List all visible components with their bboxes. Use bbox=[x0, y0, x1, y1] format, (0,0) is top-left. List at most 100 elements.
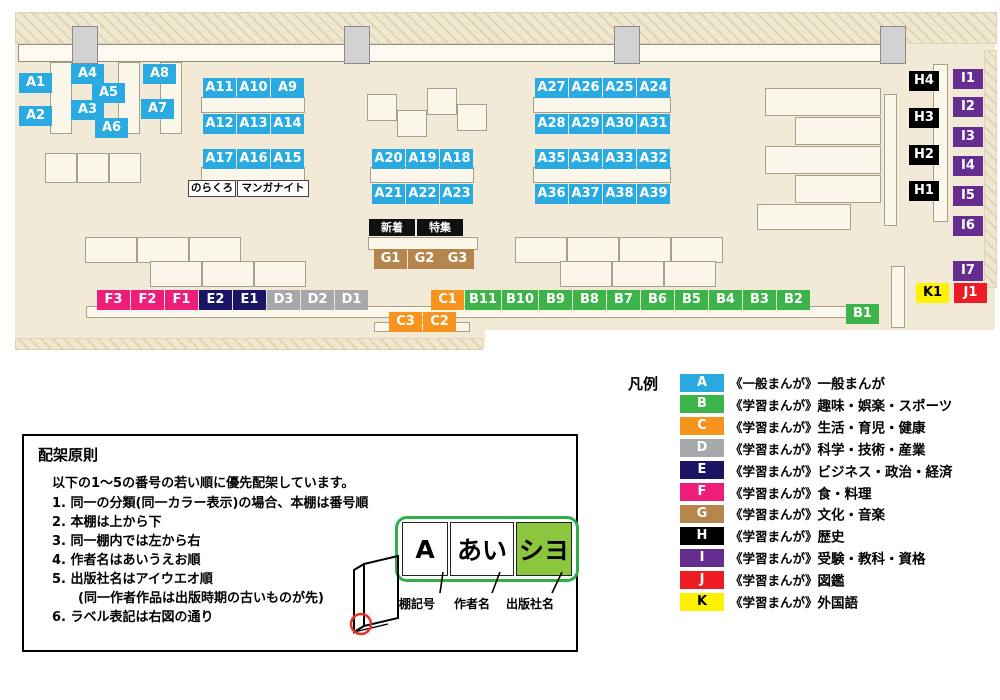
shelf-label-A10: A10 bbox=[237, 78, 270, 98]
bookshelf bbox=[757, 204, 851, 230]
bookshelf bbox=[612, 261, 664, 287]
legend-type-label: 《学習まんが》 bbox=[730, 551, 818, 567]
legend-item-E: E 《学習まんが》ビジネス・政治・経済 bbox=[680, 460, 953, 481]
legend-category-label: ビジネス・政治・経済 bbox=[817, 464, 953, 481]
connector-shelf-code bbox=[439, 571, 444, 594]
bookshelf bbox=[664, 261, 716, 287]
legend-category-label: 生活・育児・健康 bbox=[817, 420, 926, 437]
shelf-label-A8: A8 bbox=[143, 64, 176, 84]
principle-line-2: 2. 本棚は上から下 bbox=[52, 515, 162, 530]
shelf-label-I4: I4 bbox=[953, 156, 983, 176]
shelf-label-のらくろ: のらくろ bbox=[188, 180, 236, 197]
principle-line-6: (同一作者作品は出版時期の古いものが先) bbox=[52, 591, 324, 606]
shelf-label-B4: B4 bbox=[709, 290, 742, 310]
shelf-label-A30: A30 bbox=[603, 114, 636, 134]
legend-type-label: 《学習まんが》 bbox=[730, 463, 818, 479]
shelf-label-A25: A25 bbox=[603, 78, 636, 98]
shelf-label-I6: I6 bbox=[953, 216, 983, 236]
shelf-label-A32: A32 bbox=[637, 149, 670, 169]
shelf-label-E2: E2 bbox=[199, 290, 232, 310]
pillar bbox=[880, 26, 906, 64]
shelf-label-I2: I2 bbox=[953, 97, 983, 117]
shelf-label-A31: A31 bbox=[637, 114, 670, 134]
shelf-label-A5: A5 bbox=[92, 83, 125, 103]
legend-category-label: 図鑑 bbox=[817, 573, 845, 590]
shelf-label-マンガナイト: マンガナイト bbox=[237, 180, 309, 197]
bookshelf bbox=[891, 266, 905, 328]
label-sample-cell-2: あい bbox=[450, 522, 514, 576]
bookshelf bbox=[85, 237, 137, 263]
shelving-principles-box: 配架原則 以下の1〜5の番号の若い順に優先配架しています。 1. 同一の分類(同… bbox=[22, 434, 579, 652]
shelf-label-A2: A2 bbox=[19, 106, 52, 126]
bookshelf bbox=[619, 237, 671, 263]
bookshelf bbox=[397, 110, 427, 137]
book-spine-illustration bbox=[349, 554, 563, 636]
shelf-label-B3: B3 bbox=[743, 290, 776, 310]
principle-line-5: 5. 出版社名はアイウエオ順 bbox=[52, 572, 213, 587]
bookshelf bbox=[189, 237, 241, 263]
bookshelf bbox=[533, 97, 671, 113]
shelf-label-H4: H4 bbox=[909, 71, 939, 91]
legend-category-label: 受験・教科・資格 bbox=[817, 551, 926, 568]
shelf-label-B2: B2 bbox=[777, 290, 810, 310]
shelf-label-H2: H2 bbox=[909, 145, 939, 165]
shelf-label-A15: A15 bbox=[271, 149, 304, 169]
shelf-label-J1: J1 bbox=[954, 283, 987, 303]
bookshelf bbox=[533, 167, 671, 183]
bookshelf bbox=[201, 97, 305, 113]
bookshelf bbox=[515, 237, 567, 263]
shelf-label-新着: 新着 bbox=[369, 219, 415, 236]
legend-color-chip-A: A bbox=[680, 373, 724, 392]
label-sample-cell-1: A bbox=[402, 522, 448, 576]
legend-color-chip-F: F bbox=[680, 483, 724, 501]
shelf-label-A16: A16 bbox=[237, 149, 270, 169]
shelf-label-B10: B10 bbox=[502, 290, 538, 310]
shelf-label-F1: F1 bbox=[165, 290, 198, 310]
legend-category-label: 科学・技術・産業 bbox=[817, 442, 926, 459]
bookshelf bbox=[254, 261, 306, 287]
shelf-label-A28: A28 bbox=[535, 114, 568, 134]
shelf-label-A14: A14 bbox=[271, 114, 304, 134]
wall-shelf bbox=[18, 44, 898, 62]
bookshelf bbox=[77, 153, 109, 183]
legend-category-label: 歴史 bbox=[817, 529, 845, 546]
legend-type-label: 《学習まんが》 bbox=[730, 507, 818, 523]
legend-category-label: 外国語 bbox=[817, 595, 859, 612]
shelf-label-B5: B5 bbox=[675, 290, 708, 310]
shelf-label-E1: E1 bbox=[233, 290, 266, 310]
shelf-label-A7: A7 bbox=[141, 99, 174, 119]
shelf-label-B8: B8 bbox=[573, 290, 606, 310]
legend-category-label: 食・料理 bbox=[817, 486, 872, 502]
legend-type-label: 《学習まんが》 bbox=[730, 573, 818, 589]
hatched-border bbox=[15, 12, 997, 44]
bookshelf bbox=[45, 153, 77, 183]
principle-line-4: 4. 作者名はあいうえお順 bbox=[52, 553, 201, 568]
bookshelf bbox=[457, 104, 487, 131]
shelf-label-B7: B7 bbox=[607, 290, 640, 310]
bookshelf bbox=[567, 237, 619, 263]
shelf-label-A17: A17 bbox=[203, 149, 236, 169]
shelf-label-C1: C1 bbox=[431, 290, 464, 310]
shelf-label-D3: D3 bbox=[267, 290, 300, 310]
legend-color-chip-G: G bbox=[680, 504, 724, 523]
legend-item-D: D《学習まんが》科学・技術・産業 bbox=[680, 438, 926, 459]
shelf-label-A39: A39 bbox=[637, 184, 670, 204]
bookshelf bbox=[137, 237, 189, 263]
shelf-label-A11: A11 bbox=[203, 78, 236, 98]
shelf-label-G3: G3 bbox=[441, 249, 474, 269]
shelf-label-I1: I1 bbox=[953, 69, 983, 89]
shelf-label-A12: A12 bbox=[203, 114, 236, 134]
legend-item-H: H《学習まんが》歴史 bbox=[680, 525, 845, 546]
hatched-border bbox=[15, 338, 483, 350]
shelf-label-A37: A37 bbox=[569, 184, 602, 204]
shelf-label-A35: A35 bbox=[535, 149, 568, 169]
shelf-label-A34: A34 bbox=[569, 149, 602, 169]
legend-type-label: 《学習まんが》 bbox=[730, 595, 818, 610]
legend-type-label: 《一般まんが》 bbox=[730, 376, 818, 391]
shelf-label-A19: A19 bbox=[406, 149, 439, 169]
legend-color-chip-E: E bbox=[680, 461, 724, 480]
legend-color-chip-J: J bbox=[680, 570, 724, 589]
bookshelf bbox=[671, 237, 723, 263]
